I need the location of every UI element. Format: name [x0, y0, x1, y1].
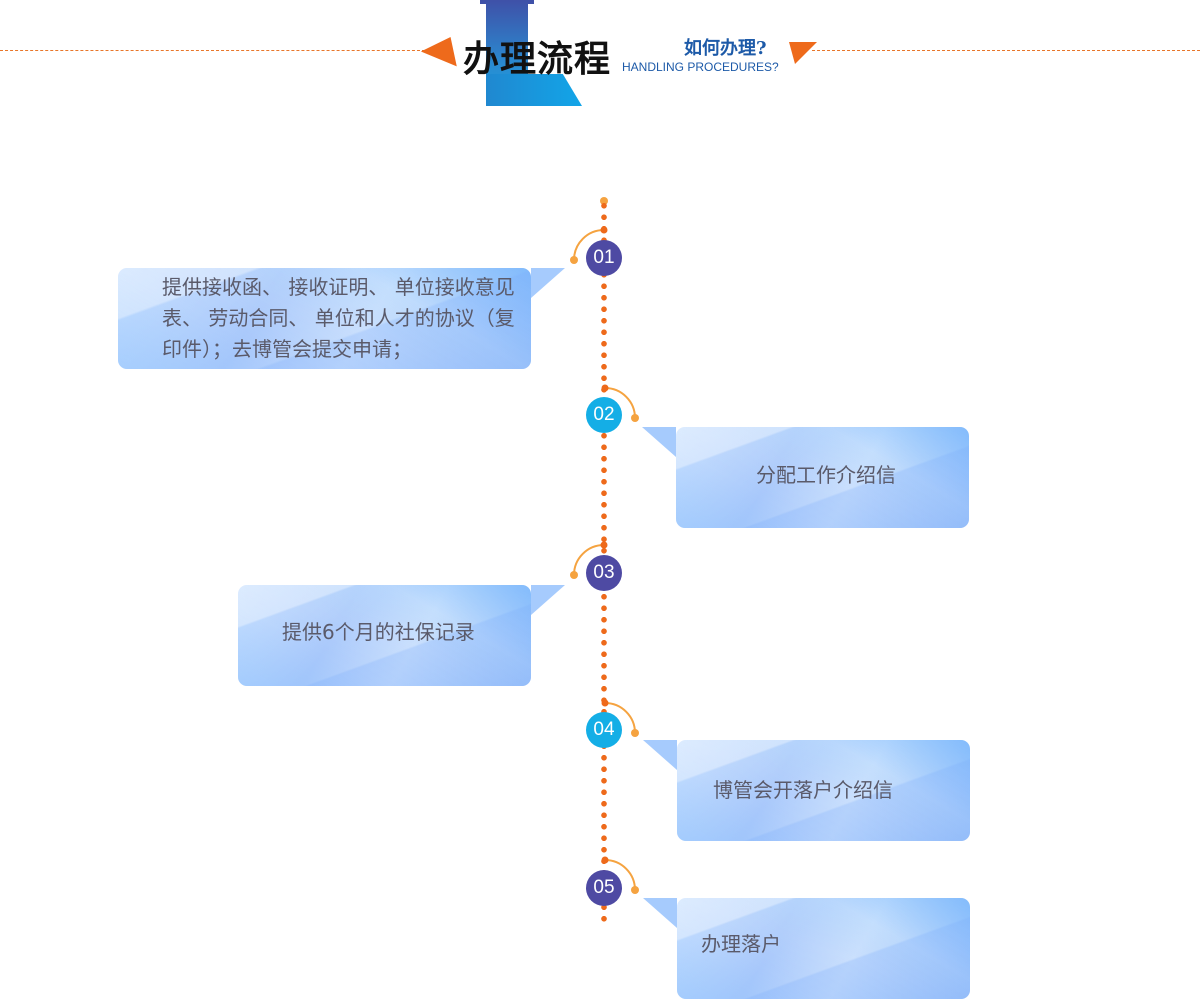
arrow-left-icon: [419, 37, 457, 73]
step-card: 提供6个月的社保记录: [238, 585, 565, 686]
step-arc-icon: [566, 226, 608, 266]
step-arc-icon: [601, 856, 643, 896]
step-arc-icon: [566, 541, 608, 581]
letter-l-logo: [480, 0, 584, 106]
step-arc-icon: [601, 699, 643, 739]
bubble-tail: [642, 427, 676, 457]
step-arc-icon: [601, 384, 643, 424]
step-card: 办理落户: [643, 898, 970, 999]
step-number-badge: 01: [586, 240, 622, 276]
step-text: 提供6个月的社保记录: [282, 620, 475, 644]
step-text: 博管会开落户介绍信: [713, 778, 893, 802]
bubble-tail: [643, 898, 677, 928]
step-number-badge: 02: [586, 397, 622, 433]
bubble-tail: [531, 268, 565, 298]
page-title: 办理流程: [463, 38, 612, 80]
header-divider-right: [812, 50, 1200, 51]
step-number-badge: 04: [586, 712, 622, 748]
letter-l-foot: [486, 74, 582, 106]
step-number-badge: 05: [586, 870, 622, 906]
page-subtitle-en: HANDLING PROCEDURES?: [622, 60, 779, 74]
step-card: 博管会开落户介绍信: [643, 740, 970, 841]
step-number-badge: 03: [586, 555, 622, 591]
bubble-tail: [643, 740, 677, 770]
step-text: 办理落户: [701, 932, 781, 956]
bubble-tail: [531, 585, 565, 615]
header-divider-left: [0, 50, 425, 51]
arrow-right-icon: [780, 42, 818, 64]
step-text: 提供接收函、 接收证明、 单位接收意见表、 劳动合同、 单位和人才的协议（复印件…: [162, 275, 515, 361]
step-card: 提供接收函、 接收证明、 单位接收意见表、 劳动合同、 单位和人才的协议（复印件…: [118, 268, 565, 369]
step-card: 分配工作介绍信: [642, 427, 969, 528]
page-subtitle-cn: 如何办理?: [684, 38, 767, 59]
step-text: 分配工作介绍信: [756, 463, 896, 487]
